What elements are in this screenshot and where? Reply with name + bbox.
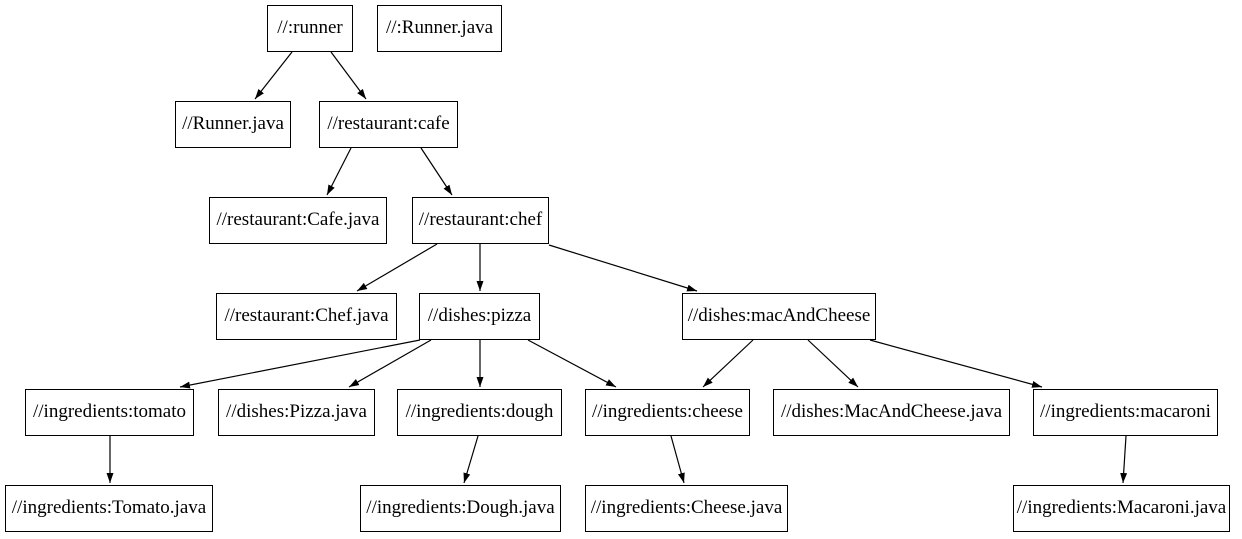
- edge-mac-and-cheese-to-mac-and-cheese-java: [807, 339, 859, 388]
- graph-node-cafe-java: //restaurant:Cafe.java: [209, 197, 387, 244]
- graph-node-dough: //ingredients:dough: [397, 389, 562, 436]
- graph-node-macaroni-java: //ingredients:Macaroni.java: [1013, 485, 1230, 532]
- node-label: //restaurant:Chef.java: [224, 305, 389, 326]
- edge-pizza-to-pizza-java: [348, 339, 432, 388]
- graph-node-chef-java: //restaurant:Chef.java: [216, 293, 397, 340]
- graph-node-pizza-java: //dishes:Pizza.java: [218, 389, 375, 436]
- graph-node-tomato: //ingredients:tomato: [25, 389, 194, 436]
- node-label: //:Runner.java: [385, 17, 494, 38]
- node-label: //ingredients:Dough.java: [366, 497, 555, 518]
- node-label: //ingredients:Cheese.java: [590, 497, 783, 518]
- node-label: //restaurant:Cafe.java: [216, 209, 380, 230]
- graph-node-chef: //restaurant:chef: [412, 197, 549, 244]
- edge-pizza-to-cheese: [527, 339, 617, 388]
- node-label: //restaurant:chef: [418, 209, 543, 230]
- graph-node-macaroni: //ingredients:macaroni: [1033, 389, 1218, 436]
- node-label: //dishes:MacAndCheese.java: [780, 401, 1003, 422]
- edge-dough-to-dough-java: [463, 435, 479, 484]
- graph-node-mac-and-cheese-java: //dishes:MacAndCheese.java: [773, 389, 1010, 436]
- edge-runner-to-cafe: [330, 51, 367, 100]
- edge-cheese-to-cheese-java: [670, 435, 685, 484]
- node-label: //dishes:Pizza.java: [226, 401, 367, 422]
- edge-cafe-to-chef: [420, 147, 453, 196]
- edge-chef-to-chef-java: [356, 243, 438, 292]
- edge-runner-to-runner-java: [254, 51, 293, 100]
- graph-node-tomato-java: //ingredients:Tomato.java: [5, 485, 213, 532]
- node-label: //ingredients:tomato: [32, 401, 187, 422]
- edge-macaroni-to-macaroni-java: [1120, 435, 1128, 484]
- node-label: //ingredients:Macaroni.java: [1016, 497, 1227, 518]
- graph-node-mac-and-cheese: //dishes:macAndCheese: [682, 293, 876, 340]
- node-label: //ingredients:macaroni: [1040, 401, 1211, 422]
- node-label: //dishes:macAndCheese: [687, 305, 871, 326]
- edge-mac-and-cheese-to-cheese: [702, 339, 754, 388]
- node-label: //:runner: [277, 17, 343, 38]
- graph-node-runner-java-root: //:Runner.java: [377, 5, 502, 52]
- edge-mac-and-cheese-to-macaroni: [869, 339, 1043, 388]
- graph-node-cheese-java: //ingredients:Cheese.java: [585, 485, 788, 532]
- node-label: //dishes:pizza: [427, 305, 532, 326]
- graph-node-runner-java: //Runner.java: [175, 101, 291, 148]
- node-label: //ingredients:dough: [405, 401, 554, 422]
- node-label: //ingredients:Tomato.java: [11, 497, 207, 518]
- node-label: //ingredients:cheese: [592, 401, 743, 422]
- graph-node-runner: //:runner: [267, 5, 353, 52]
- node-label: //Runner.java: [182, 113, 284, 134]
- edge-pizza-to-tomato: [179, 339, 421, 389]
- node-label: //restaurant:cafe: [327, 113, 450, 134]
- graph-node-cheese: //ingredients:cheese: [585, 389, 750, 436]
- edge-cafe-to-cafe-java: [326, 147, 352, 196]
- graph-node-pizza: //dishes:pizza: [419, 293, 540, 340]
- graph-node-cafe: //restaurant:cafe: [319, 101, 458, 148]
- graph-node-dough-java: //ingredients:Dough.java: [360, 485, 561, 532]
- edge-chef-to-mac-and-cheese: [548, 244, 698, 292]
